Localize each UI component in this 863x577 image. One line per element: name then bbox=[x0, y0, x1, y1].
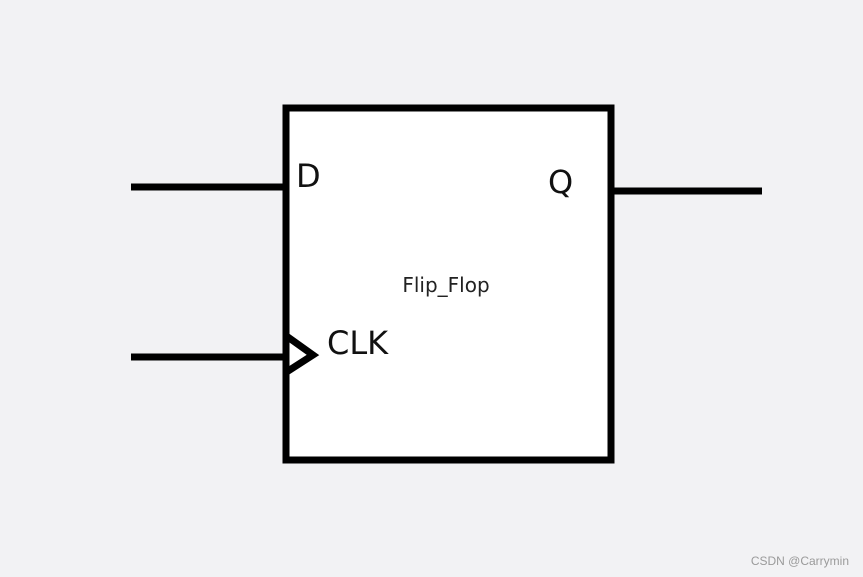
flip-flop-block bbox=[282, 104, 615, 464]
watermark: CSDN @Carrymin bbox=[750, 554, 849, 568]
block-name-label: Flip_Flop bbox=[402, 273, 489, 297]
pin-label-q: Q bbox=[548, 163, 573, 201]
clock-edge-triangle bbox=[282, 332, 320, 376]
pin-label-d: D bbox=[296, 157, 321, 195]
pin-label-clk: CLK bbox=[327, 324, 389, 362]
